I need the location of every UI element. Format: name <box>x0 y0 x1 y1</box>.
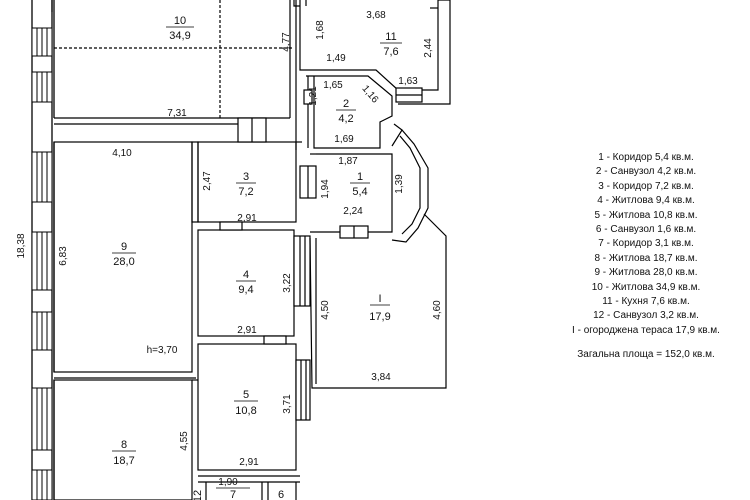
dim-2-91-a: 2,91 <box>237 213 257 224</box>
room-8-area: 18,7 <box>113 455 134 467</box>
legend-item: 5 - Житлова 10,8 кв.м. <box>594 209 698 221</box>
room-11-walls <box>293 0 451 105</box>
total-area: Загальна площа = 152,0 кв.м. <box>577 349 715 361</box>
bottom-rooms-walls <box>198 475 300 500</box>
dim-4-60: 4,60 <box>432 300 443 320</box>
terrace-area: 17,9 <box>369 311 390 323</box>
dim-1-69: 1,69 <box>334 134 354 145</box>
room-1-walls <box>299 123 429 243</box>
room-1-number: 1 <box>357 171 363 183</box>
room-9-walls <box>53 141 196 379</box>
dim-3-68: 3,68 <box>366 10 386 21</box>
room-2-area: 4,2 <box>338 113 353 125</box>
room-2-number: 2 <box>343 98 349 110</box>
room-11-area: 7,6 <box>383 46 398 58</box>
dim-2-47: 2,47 <box>202 171 213 191</box>
legend-item: 4 - Житлова 9,4 кв.м. <box>597 195 695 207</box>
dim-18-38: 18,38 <box>16 233 27 258</box>
dimension-labels: 3,68 1,68 4,77 2,44 1,49 1,63 1,65 1,21 … <box>16 10 443 488</box>
dim-1-68: 1,68 <box>315 20 326 40</box>
dim-2-91-c: 2,91 <box>239 457 259 468</box>
room-1-area: 5,4 <box>352 186 367 198</box>
legend-item: 8 - Житлова 18,7 кв.м. <box>594 252 698 264</box>
terrace-walls <box>309 213 447 389</box>
dim-1-90: 1,90 <box>218 477 238 488</box>
room-10-area: 34,9 <box>169 30 190 42</box>
dim-1-21: 1,21 <box>308 86 319 106</box>
room-5-walls <box>197 335 311 471</box>
room-8-walls <box>53 379 198 500</box>
room-5-number: 5 <box>243 389 249 401</box>
legend-item: 1 - Коридор 5,4 кв.м. <box>598 152 694 163</box>
dim-2-91-b: 2,91 <box>237 325 257 336</box>
legend-item: 9 - Житлова 28,0 кв.м. <box>594 267 698 279</box>
dim-1-65: 1,65 <box>323 80 343 91</box>
dim-4-55: 4,55 <box>179 431 190 451</box>
dim-1-39: 1,39 <box>394 174 405 194</box>
dim-3-84: 3,84 <box>371 372 391 383</box>
room-8-number: 8 <box>121 439 127 451</box>
dim-4-50: 4,50 <box>320 300 331 320</box>
dim-1-87: 1,87 <box>338 156 358 167</box>
room-4-area: 9,4 <box>238 284 253 296</box>
room-2-walls <box>303 75 393 149</box>
legend-item: 2 - Санвузол 4,2 кв.м. <box>595 166 697 178</box>
room-10-walls <box>51 0 297 150</box>
room-11-number: 11 <box>385 31 396 43</box>
dim-3-22: 3,22 <box>282 273 293 293</box>
dim-1-94: 1,94 <box>320 179 331 199</box>
room-4-number: 4 <box>243 269 249 281</box>
dim-1-63: 1,63 <box>398 76 418 87</box>
dim-6-83: 6,83 <box>58 246 69 266</box>
dim-2-24: 2,24 <box>343 206 363 217</box>
room-4-walls <box>197 221 311 337</box>
legend-item: 6 - Санвузол 1,6 кв.м. <box>595 224 697 236</box>
room-9-number: 9 <box>121 241 127 253</box>
legend-item: 3 - Коридор 7,2 кв.м. <box>598 180 694 192</box>
dim-3-71: 3,71 <box>282 394 293 414</box>
left-windows <box>31 27 53 500</box>
dim-4-10: 4,10 <box>112 148 132 159</box>
room-labels: 10 34,9 11 7,6 2 4,2 3 7,2 1 5,4 9 28,0 … <box>112 15 402 500</box>
dim-1-49: 1,49 <box>326 53 346 64</box>
terrace-number: I <box>378 293 381 305</box>
legend-item: 11 - Кухня 7,6 кв.м. <box>602 296 690 308</box>
dim-1-16: 1,16 <box>359 83 380 105</box>
dim-2-44: 2,44 <box>423 38 434 58</box>
room-6-number: 6 <box>278 489 284 500</box>
legend-item: I - огороджена тераса 17,9 кв.м. <box>572 324 720 336</box>
dim-4-77: 4,77 <box>281 32 292 52</box>
legend-item: 12 - Санвузол 3,2 кв.м. <box>593 310 699 322</box>
room-5-area: 10,8 <box>235 405 256 417</box>
room-12-number: 12 <box>192 490 204 500</box>
legend-item: 7 - Коридор 3,1 кв.м. <box>598 238 694 250</box>
room-3-walls <box>191 117 302 223</box>
room-3-area: 7,2 <box>238 186 253 198</box>
room-3-number: 3 <box>243 171 249 183</box>
ceiling-height: h=3,70 <box>147 345 178 356</box>
dim-7-31: 7,31 <box>167 108 187 119</box>
legend-item: 10 - Житлова 34,9 кв.м. <box>591 281 701 293</box>
room-9-area: 28,0 <box>113 256 134 268</box>
room-legend: 1 - Коридор 5,4 кв.м. 2 - Санвузол 4,2 к… <box>548 151 744 363</box>
room-7-number: 7 <box>230 489 236 500</box>
room-10-number: 10 <box>174 15 186 27</box>
